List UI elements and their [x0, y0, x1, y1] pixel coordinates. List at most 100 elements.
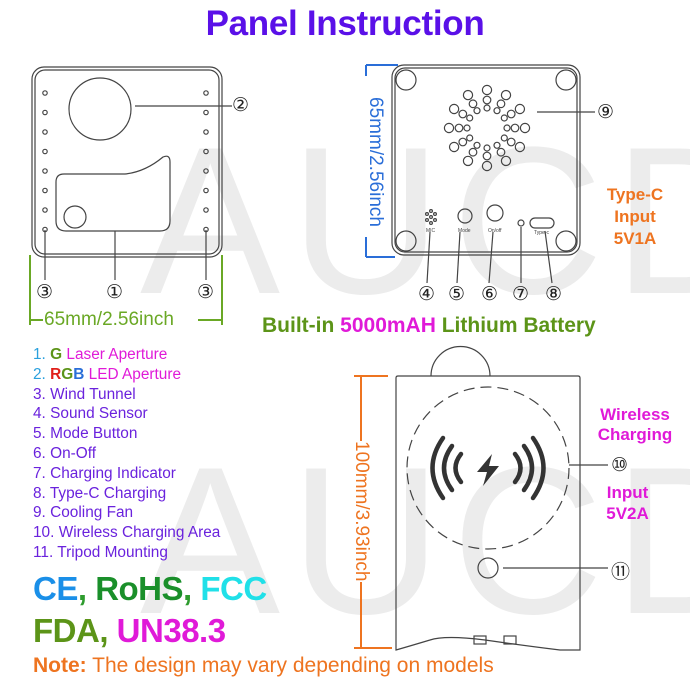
fan-hole — [483, 104, 491, 112]
fan-hole — [493, 141, 501, 149]
vent-hole — [42, 187, 48, 194]
vent-hole — [42, 168, 48, 174]
mic-hole — [429, 221, 434, 226]
vent-hole — [203, 168, 209, 174]
legend-item-1: 1. G Laser Aperture — [33, 345, 220, 365]
fan-hole — [473, 107, 481, 115]
vent-hole — [203, 187, 209, 194]
legend-text: On-Off — [50, 444, 97, 462]
fan-hole — [481, 84, 493, 96]
legend-r: R — [50, 365, 62, 383]
wireless-charging-area — [406, 386, 570, 550]
legend-g: G — [50, 346, 63, 363]
side-height-label: 100mm/3.93inch — [351, 441, 372, 582]
typec-input-line2: Input — [614, 207, 656, 226]
legend-item-10: 10. Wireless Charging Area — [33, 523, 220, 543]
callout-7: ⑦ — [512, 284, 530, 305]
callout-5: ⑤ — [448, 284, 466, 305]
tripod-mount — [477, 557, 499, 579]
watermark-lower: AUCD — [140, 423, 690, 658]
callout-1: ① — [106, 282, 124, 303]
wireless-line1: Wireless — [600, 405, 670, 424]
callout-6: ⑥ — [481, 284, 499, 305]
legend-item-2: 2. RGB LED Aperture — [33, 365, 220, 385]
typec-port — [529, 217, 555, 229]
fan-hole — [483, 144, 491, 152]
wireless-input-label: Input 5V2A — [590, 482, 665, 524]
fan-hole — [500, 134, 508, 142]
legend-text: Cooling Fan — [50, 504, 134, 522]
fan-hole — [462, 155, 474, 167]
legend-num: 5. — [33, 425, 46, 443]
fan-hole — [462, 89, 474, 101]
legend-num: 10. — [33, 524, 55, 542]
mode-button — [457, 208, 473, 224]
onoff-button — [486, 204, 504, 222]
fan-hole — [448, 103, 460, 115]
vent-hole — [203, 109, 209, 116]
legend-b: B — [73, 365, 85, 383]
fan-hole — [468, 147, 478, 157]
legend-text: Wind Tunnel — [50, 385, 136, 403]
fan-hole — [500, 155, 512, 167]
legend-text: Sound Sensor — [50, 405, 148, 423]
typec-input-line3: 5V1A — [613, 229, 657, 248]
legend-item-4: 4. Sound Sensor — [33, 404, 220, 424]
vent-hole — [42, 207, 48, 213]
cert-ce: CE — [33, 570, 78, 607]
legend-text: Mode Button — [50, 425, 138, 443]
fan-hole — [448, 141, 460, 153]
wireless-charging-label: Wireless Charging — [583, 405, 687, 445]
certifications-line-1: CE, RoHS, FCC — [33, 570, 267, 608]
legend-num: 2. — [33, 365, 46, 383]
screw-bottom-left — [395, 230, 417, 252]
legend-item-6: 6. On-Off — [33, 444, 220, 464]
legend-num: 3. — [33, 385, 46, 403]
cert-sep: , — [99, 612, 117, 649]
cert-un383: UN38.3 — [116, 612, 226, 649]
fan-hole — [458, 137, 468, 147]
foot-left — [473, 635, 487, 645]
mic-hole — [429, 215, 434, 220]
screw-top-right — [555, 69, 577, 91]
onoff-label: On/off — [488, 228, 502, 234]
mic-hole — [433, 218, 438, 223]
battery-suffix: Lithium Battery — [435, 314, 596, 337]
back-height-label: 65mm/2.56inch — [365, 97, 386, 227]
back-height-dimension — [365, 64, 398, 258]
cert-rohs: RoHS — [95, 570, 184, 607]
wireless-line2: Charging — [597, 425, 673, 444]
battery-prefix: Built-in — [262, 314, 341, 337]
cert-sep: , — [183, 570, 201, 607]
fan-hole — [514, 103, 526, 115]
callout-line-6 — [488, 231, 494, 284]
fan-hole — [458, 109, 468, 119]
callout-3-right: ③ — [197, 282, 215, 303]
legend-item-3: 3. Wind Tunnel — [33, 385, 220, 405]
legend-num: 1. — [33, 346, 46, 363]
wireless-input-line2: 5V2A — [606, 504, 649, 523]
vent-hole — [42, 90, 48, 96]
legend-item-9: 9. Cooling Fan — [33, 503, 220, 523]
callout-3-left: ③ — [36, 282, 54, 303]
page-title: Panel Instruction — [205, 4, 485, 43]
callout-10: ⑩ — [611, 455, 629, 476]
mic-hole — [433, 212, 438, 217]
fan-hole — [500, 114, 508, 122]
legend-item-11: 11. Tripod Mounting — [33, 543, 220, 563]
legend-num: 11. — [33, 543, 54, 561]
laser-aperture-window — [55, 155, 171, 232]
vent-hole — [42, 148, 48, 155]
screw-bottom-right — [555, 230, 577, 252]
legend-list: 1. G Laser Aperture 2. RGB LED Aperture … — [33, 345, 220, 563]
legend-num: 6. — [33, 444, 46, 462]
fan-hole — [466, 114, 474, 122]
certifications-line-2: FDA, UN38.3 — [33, 612, 226, 650]
wireless-charging-icon — [430, 435, 546, 501]
cert-fda: FDA — [33, 612, 100, 649]
typec-input-line1: Type-C — [606, 185, 664, 204]
mode-label: Mode — [458, 228, 471, 234]
legend-text: LED Aperture — [84, 365, 182, 383]
vent-hole — [203, 148, 209, 155]
front-panel-outer — [31, 66, 223, 258]
